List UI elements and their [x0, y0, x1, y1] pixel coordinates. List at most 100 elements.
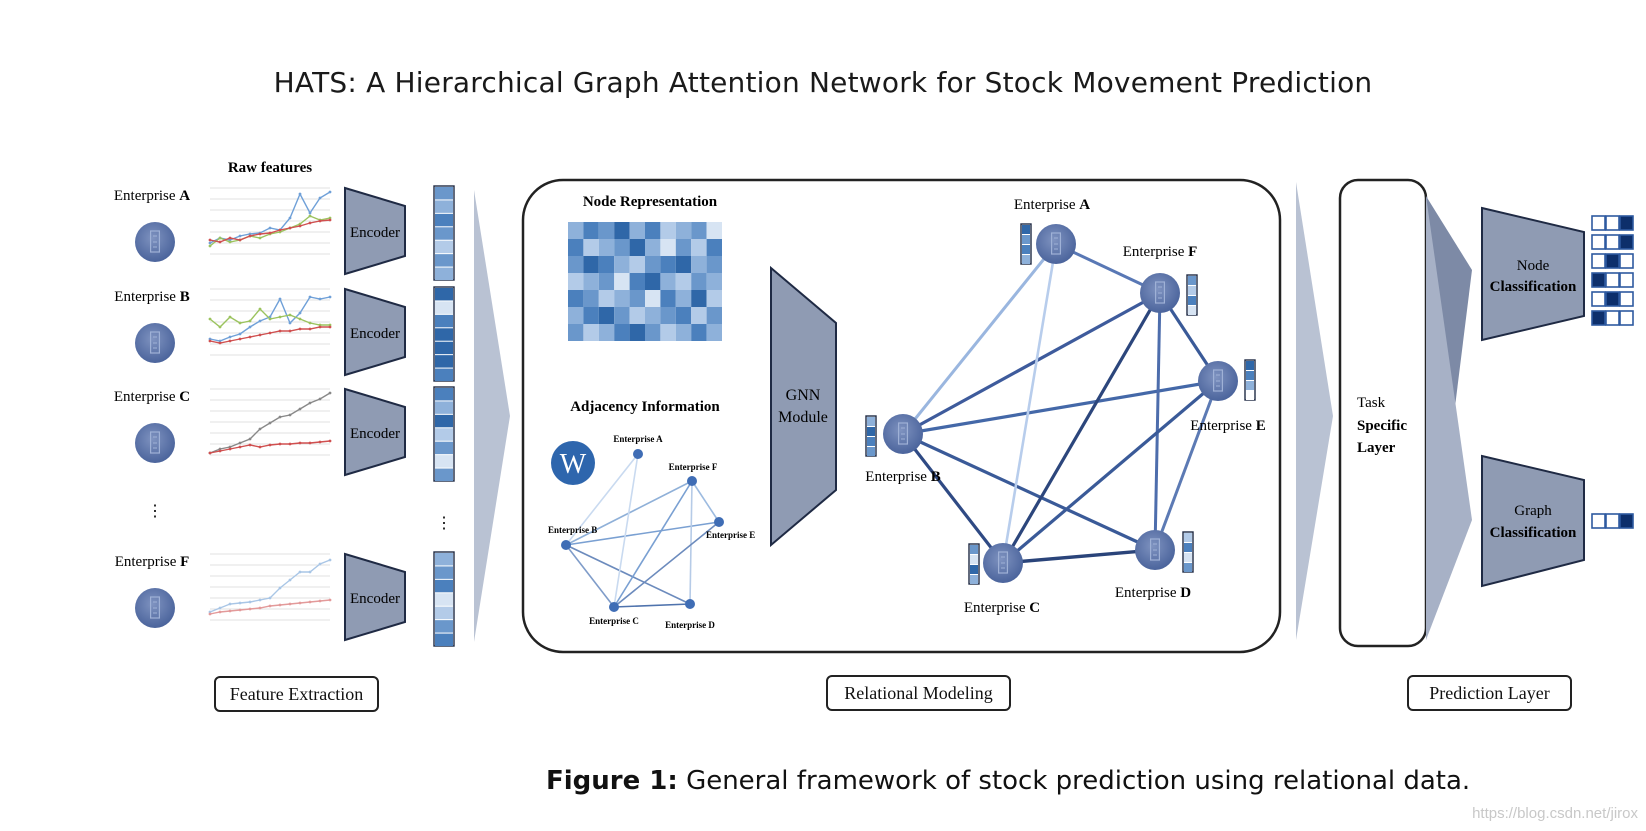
raw-feature-point — [318, 562, 322, 566]
encoded-vector-cell — [435, 428, 453, 441]
raw-feature-point — [318, 196, 322, 200]
relation-node-vector-cell — [1246, 371, 1254, 380]
encoded-vector-cell — [435, 267, 453, 280]
heatmap-cell — [568, 324, 584, 341]
raw-feature-point — [258, 333, 262, 337]
raw-feature-point — [238, 601, 242, 605]
heatmap-cell — [614, 222, 630, 239]
heatmap-cell — [706, 239, 722, 256]
raw-feature-point — [308, 401, 312, 405]
raw-feature-point — [318, 323, 322, 327]
flow-arrow-1 — [474, 190, 510, 642]
heatmap-cell — [614, 290, 630, 307]
adjacency-node-label: Enterprise D — [665, 620, 715, 630]
section-prediction-layer: Prediction Layer — [1407, 675, 1572, 711]
raw-feature-point — [218, 339, 222, 343]
heatmap-cell — [598, 222, 615, 239]
framework-diagram: Raw features Enterprise AEncoderEnterpri… — [114, 160, 1634, 654]
raw-feature-point — [248, 607, 252, 611]
node-representation-heatmap — [568, 222, 722, 341]
heatmap-cell — [645, 324, 661, 341]
graph-class-output-cell — [1591, 513, 1606, 529]
raw-feature-point — [258, 445, 262, 449]
heatmap-cell — [598, 290, 615, 307]
raw-feature-point — [238, 238, 242, 242]
relation-node-vector-cell — [1184, 543, 1192, 552]
raw-feature-point — [328, 323, 332, 327]
raw-feature-point — [318, 219, 322, 223]
watermark: https://blog.csdn.net/jirox — [1472, 805, 1638, 822]
raw-feature-point — [308, 441, 312, 445]
raw-feature-point — [268, 226, 272, 230]
raw-feature-point — [328, 325, 332, 329]
heatmap-cell — [583, 307, 599, 324]
relation-node-label: Enterprise B — [865, 469, 940, 485]
relation-node-vector-cell — [1246, 391, 1254, 400]
heatmap-cell — [568, 290, 584, 307]
relation-node-letter: E — [1256, 418, 1266, 434]
raw-feature-point — [248, 232, 252, 236]
raw-feature-point — [268, 604, 272, 608]
raw-feature-point — [328, 558, 332, 562]
relation-node-label: Enterprise E — [1190, 418, 1265, 434]
heatmap-cell — [660, 290, 676, 307]
raw-feature-point — [208, 337, 212, 341]
encoded-vector-cell — [435, 341, 453, 355]
ellipsis-left: ⋮ — [147, 503, 163, 520]
relation-node-vector-cell — [970, 555, 978, 564]
relation-node-vector-cell — [1188, 296, 1196, 305]
relation-node-vector-cell — [970, 545, 978, 554]
relation-edge — [1001, 243, 1058, 564]
relation-node-letter: B — [931, 469, 941, 485]
section-relational-modeling: Relational Modeling — [826, 675, 1011, 711]
node-class-output-cell — [1619, 234, 1634, 250]
raw-feature-point — [318, 325, 322, 329]
heatmap-cell — [568, 256, 584, 273]
raw-feature-point — [238, 441, 242, 445]
raw-feature-point — [258, 427, 262, 431]
raw-feature-point — [328, 295, 332, 299]
raw-feature-point — [228, 335, 232, 339]
node-class-output-cell — [1619, 310, 1634, 326]
raw-feature-point — [298, 441, 302, 445]
heatmap-cell — [583, 239, 599, 256]
raw-feature-point — [278, 228, 282, 232]
heatmap-cell — [691, 324, 707, 341]
raw-feature-point — [228, 339, 232, 343]
raw-feature-point — [298, 317, 302, 321]
adjacency-node-label: Enterprise B — [548, 525, 597, 535]
node-class-output-cell — [1619, 215, 1634, 231]
raw-feature-point — [258, 598, 262, 602]
encoded-vector-cell — [435, 566, 453, 579]
raw-feature-point — [288, 226, 292, 230]
encoded-vector-cell — [435, 553, 453, 566]
raw-feature-point — [258, 307, 262, 311]
raw-feature-point — [278, 586, 282, 590]
raw-feature-point — [298, 192, 302, 196]
relation-node-vector-cell — [1022, 255, 1030, 264]
encoded-vector-cell — [435, 606, 453, 620]
heatmap-cell — [598, 239, 615, 256]
adjacency-node — [714, 517, 724, 527]
heatmap-cell — [706, 256, 722, 273]
relation-node-vector-cell — [1188, 306, 1196, 315]
adjacency-edge — [565, 453, 639, 546]
node-class-output-cell — [1591, 310, 1606, 326]
raw-feature-point — [268, 421, 272, 425]
raw-feature-point — [268, 231, 272, 235]
encoded-vector-cell — [435, 593, 453, 606]
node-class-output-cell — [1605, 310, 1620, 326]
raw-feature-point — [278, 230, 282, 234]
encoded-vector-cell — [435, 441, 453, 455]
node-class-output-cell — [1591, 215, 1606, 231]
graph-class-line2: Classification — [1490, 525, 1577, 541]
node-class-output-cell — [1591, 291, 1606, 307]
encoded-vector-cell — [435, 200, 453, 213]
enterprise-letter: F — [180, 554, 189, 570]
adjacency-label: Adjacency Information — [570, 399, 720, 415]
raw-feature-point — [308, 321, 312, 325]
enterprise-label: Enterprise B — [114, 289, 189, 305]
heatmap-cell — [706, 290, 722, 307]
raw-features-label: Raw features — [228, 160, 312, 176]
